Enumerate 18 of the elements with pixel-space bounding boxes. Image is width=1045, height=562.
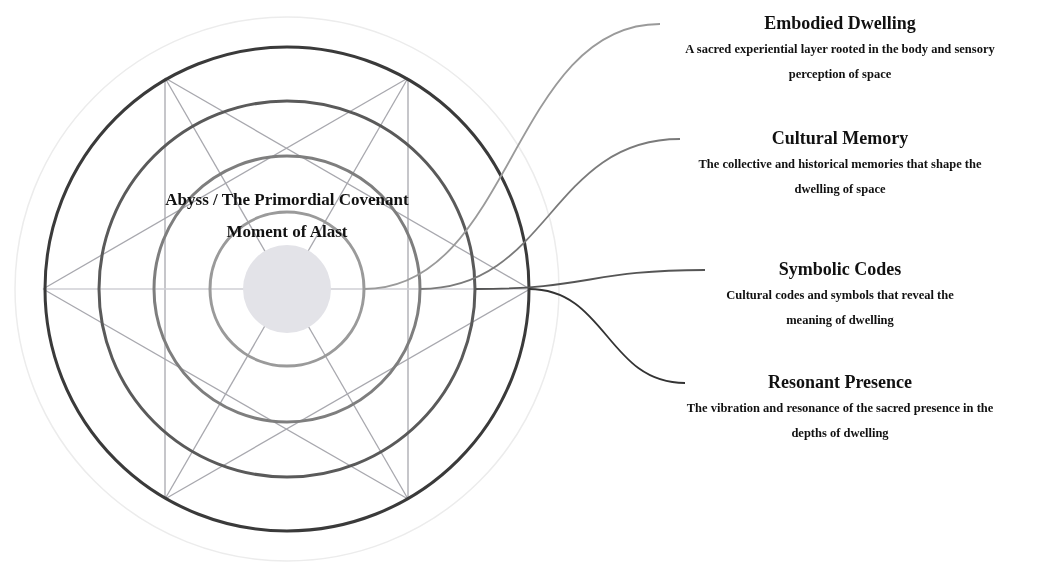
center-title-text: Abyss / The Primordial Covenant <box>165 190 409 210</box>
ring-circle <box>152 154 422 424</box>
connector-curve <box>528 288 686 384</box>
description-text: Cultural codes and symbols that reveal the meaning of dwelling <box>726 288 954 327</box>
ring-circle <box>43 45 531 533</box>
heading-text: Resonant Presence <box>767 371 913 393</box>
connector-curve <box>363 23 661 290</box>
connector-curve <box>419 138 681 290</box>
connector-curve <box>474 269 706 290</box>
heading-text: Symbolic Codes <box>778 258 902 280</box>
description-text: A sacred experiential layer rooted in the body and sensory perception of space <box>685 42 995 81</box>
heading-text: Embodied Dwelling <box>764 12 916 34</box>
ring-circle <box>208 210 366 368</box>
heading-text: Cultural Memory <box>771 127 909 149</box>
description-text: The vibration and resonance of the sacred presence in the depths of dwelling <box>686 401 994 440</box>
description-text: The collective and historical memories that shape the dwelling of space <box>698 157 982 196</box>
center-title-text: Moment of Alast <box>226 222 348 242</box>
ring-circle <box>97 99 477 479</box>
